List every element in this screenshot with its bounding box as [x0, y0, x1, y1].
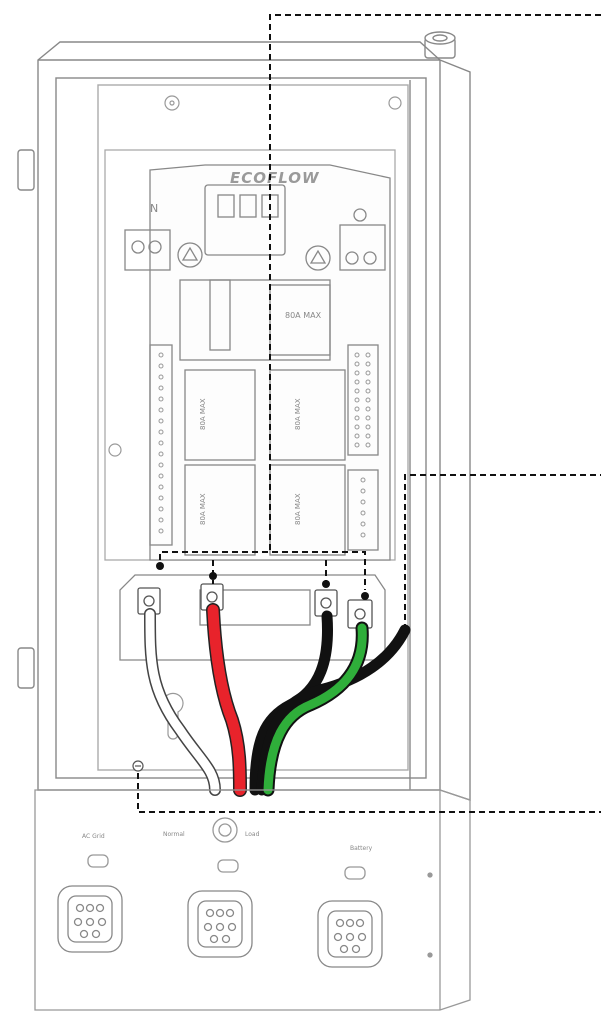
red-wire	[207, 604, 246, 796]
wires	[144, 603, 411, 797]
callout-middle-line	[404, 474, 601, 630]
terminal-screw	[365, 379, 371, 385]
ev-style-ports	[57, 885, 383, 968]
breaker-label-2: 80A MAX	[294, 398, 302, 430]
terminal-screw	[158, 374, 164, 380]
terminal-screw	[360, 488, 366, 494]
terminal-screw	[360, 510, 366, 516]
terminal-screw	[158, 528, 164, 534]
port-label-battery: Battery	[350, 845, 373, 852]
terminal-screws	[158, 352, 371, 538]
terminal-screw	[158, 385, 164, 391]
port-box	[34, 789, 471, 1011]
terminal-screw	[158, 473, 164, 479]
terminal-screw	[354, 442, 360, 448]
terminal-screw	[354, 433, 360, 439]
terminal-screw	[365, 433, 371, 439]
terminal-screw	[354, 379, 360, 385]
ground-screw	[132, 760, 144, 772]
terminal-screw	[365, 370, 371, 376]
port-label-ac-grid: AC Grid	[82, 833, 105, 840]
terminal-screw	[354, 397, 360, 403]
brand-logo-text: ECOFLOW	[230, 169, 320, 187]
terminal-screw	[365, 361, 371, 367]
terminal-screw	[360, 532, 366, 538]
terminal-screw	[158, 506, 164, 512]
terminal-screw	[158, 396, 164, 402]
terminal-screw	[354, 361, 360, 367]
terminal-screw	[365, 352, 371, 358]
black-wire-2	[256, 624, 411, 796]
terminal-bar	[119, 574, 386, 661]
terminal-screw	[158, 352, 164, 358]
door-hinges	[17, 149, 35, 689]
terminal-screw	[360, 477, 366, 483]
terminal-screw	[158, 484, 164, 490]
top-cable-gland	[424, 31, 456, 59]
neutral-label: N	[150, 202, 158, 215]
breaker-label-1: 80A MAX	[199, 398, 207, 430]
center-label-1: Normal	[163, 831, 185, 838]
terminal-screw	[158, 462, 164, 468]
terminal-screw	[365, 415, 371, 421]
terminal-screw	[158, 517, 164, 523]
terminal-screw	[354, 406, 360, 412]
callout-bottom-line	[137, 773, 601, 813]
breaker-panel	[104, 149, 396, 561]
terminal-screw	[365, 424, 371, 430]
terminal-screw	[354, 424, 360, 430]
callout-bracket-line	[159, 551, 366, 590]
terminal-screw	[158, 451, 164, 457]
breaker-label-4: 80A MAX	[294, 493, 302, 525]
terminal-screw	[354, 415, 360, 421]
port-3	[317, 900, 383, 968]
terminal-screw	[158, 363, 164, 369]
terminal-screw	[158, 440, 164, 446]
port-1	[57, 885, 123, 953]
terminal-screw	[158, 429, 164, 435]
callout-top-line	[269, 14, 601, 550]
terminal-screw	[354, 352, 360, 358]
terminal-screw	[158, 495, 164, 501]
center-label-2: Load	[245, 831, 260, 838]
terminal-screw	[158, 418, 164, 424]
terminal-screw	[365, 388, 371, 394]
terminal-screw	[360, 499, 366, 505]
terminal-screw	[365, 406, 371, 412]
terminal-screw	[365, 397, 371, 403]
green-wire	[263, 623, 367, 795]
port-2	[187, 890, 253, 958]
breaker-label-main: 80A MAX	[285, 311, 322, 320]
terminal-screw	[360, 521, 366, 527]
terminal-screw	[365, 442, 371, 448]
terminal-screw	[158, 407, 164, 413]
callout-endpoints	[156, 562, 409, 634]
white-wire	[145, 609, 220, 795]
breaker-label-3: 80A MAX	[199, 493, 207, 525]
wire-lugs	[137, 583, 373, 629]
terminal-screw	[354, 370, 360, 376]
terminal-screw	[354, 388, 360, 394]
